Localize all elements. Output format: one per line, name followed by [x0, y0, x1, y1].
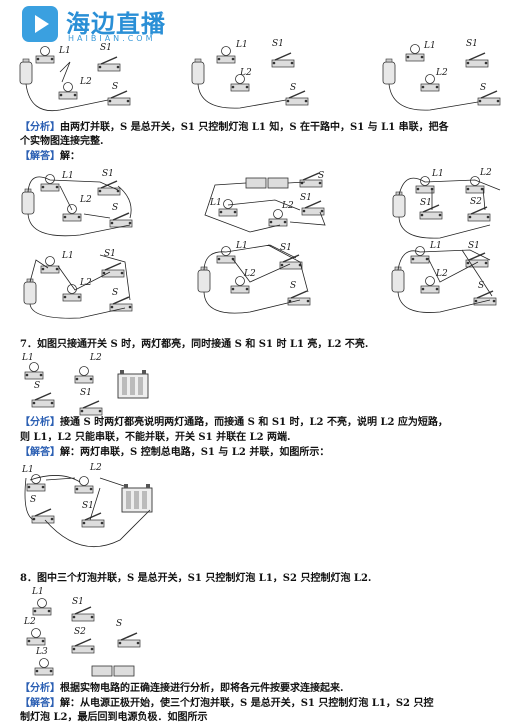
q8-answer-line1: 【解答】解：从电源正极开始，使三个灯泡并联，S 是总开关，S1 只控制灯泡 L1…: [20, 697, 434, 711]
svg-text:S1: S1: [280, 243, 292, 253]
logo-name: 海边直播: [66, 10, 166, 38]
svg-text:L2: L2: [239, 68, 252, 78]
svg-text:S: S: [290, 281, 296, 291]
svg-text:S: S: [112, 203, 118, 213]
svg-text:S1: S1: [272, 39, 284, 49]
q8-answer-line2: 制灯泡 L2，最后回到电源负极．如图所示: [20, 712, 208, 723]
svg-text:L2: L2: [79, 77, 92, 87]
q6-answer-figure-2: L1 L2 S S1: [204, 171, 326, 233]
svg-text:L2: L2: [281, 201, 294, 211]
site-logo[interactable]: 海边直播 HAIBIAN.COM: [22, 6, 192, 44]
svg-text:L1: L1: [58, 46, 71, 56]
svg-text:L2: L2: [435, 269, 448, 279]
q6-analysis-line2: 个实物图连接完整.: [20, 136, 104, 147]
analysis-tag: 【分析】: [20, 417, 60, 428]
svg-text:S: S: [34, 381, 40, 391]
q8-problem-figure: L1 S1 L2 S2 S L3: [23, 587, 141, 677]
svg-text:L2: L2: [89, 353, 102, 363]
svg-text:L3: L3: [35, 647, 48, 657]
svg-text:S2: S2: [470, 197, 482, 207]
q8-analysis-line1: 【分析】根据实物电路的正确连接进行分析，即将各元件按要求连接起来.: [20, 682, 343, 696]
analysis-tag: 【分析】: [20, 122, 60, 133]
q7-analysis-line2: 则 L1，L2 只能串联，不能并联，开关 S1 并联在 L2 两端.: [20, 432, 291, 443]
svg-text:S: S: [30, 495, 36, 505]
svg-text:L1: L1: [429, 241, 442, 251]
svg-text:S: S: [480, 83, 486, 93]
q7-answer-figure: L1 L2 S S1: [21, 463, 153, 547]
svg-text:S1: S1: [104, 249, 116, 259]
q7-answer-text: 解：两灯串联，S 控制总电路，S1 与 L2 并联，如图所示：: [60, 447, 330, 458]
svg-text:L1: L1: [31, 587, 44, 597]
svg-text:S1: S1: [102, 169, 114, 179]
q6-problem-figure-2: L1 L2 S1 S: [191, 39, 309, 109]
q6-answer-figure-5: L1 L2 S1 S: [197, 241, 311, 314]
svg-text:L1: L1: [21, 465, 34, 475]
svg-text:L1: L1: [209, 198, 222, 208]
q6-answer-figure-1: L1 L2 S1 S: [21, 169, 133, 237]
q6-problem-figure-1: L1 L2 S1 S: [19, 43, 131, 112]
q6-answer-line: 【解答】解：: [20, 150, 80, 164]
q7-analysis-text: 接通 S 时两灯都亮说明两灯通路，而接通 S 和 S1 时，L2 不亮，说明 L…: [60, 417, 448, 428]
svg-text:L2: L2: [89, 463, 102, 473]
answer-tag: 【解答】: [20, 151, 60, 162]
svg-text:S1: S1: [466, 39, 478, 49]
svg-text:L1: L1: [235, 40, 248, 50]
q7-analysis-line1: 【分析】接通 S 时两灯都亮说明两灯通路，而接通 S 和 S1 时，L2 不亮，…: [20, 416, 448, 430]
q6-problem-figure-3: L1 L2 S1 S: [382, 39, 501, 111]
svg-text:L2: L2: [79, 195, 92, 205]
svg-text:L2: L2: [79, 278, 92, 288]
q7-answer-line: 【解答】解：两灯串联，S 控制总电路，S1 与 L2 并联，如图所示：: [20, 446, 329, 460]
svg-text:S1: S1: [300, 193, 312, 203]
q8-question: 8．图中三个灯泡并联，S 是总开关，S1 只控制灯泡 L1，S2 只控制灯泡 L…: [20, 573, 372, 584]
analysis-tag: 【分析】: [20, 683, 60, 694]
play-icon: [22, 6, 58, 42]
q6-answer-text: 解：: [60, 151, 80, 162]
logo-domain: HAIBIAN.COM: [68, 34, 156, 43]
q8-analysis-text: 根据实物电路的正确连接进行分析，即将各元件按要求连接起来.: [60, 683, 344, 694]
answer-tag: 【解答】: [20, 698, 60, 709]
svg-text:L2: L2: [435, 68, 448, 78]
svg-text:L2: L2: [479, 168, 492, 178]
svg-text:S1: S1: [72, 597, 84, 607]
q7-problem-figure: L1 L2 S S1: [21, 353, 149, 416]
svg-text:S1: S1: [420, 198, 432, 208]
svg-text:L2: L2: [23, 617, 36, 627]
svg-text:S: S: [112, 82, 118, 92]
answer-tag: 【解答】: [20, 447, 60, 458]
svg-text:L1: L1: [61, 251, 74, 261]
svg-text:S1: S1: [468, 241, 480, 251]
q6-answer-figure-3: L1 L2 S1 S2: [392, 168, 501, 239]
svg-text:S: S: [318, 171, 324, 181]
svg-text:S: S: [290, 83, 296, 93]
svg-text:L1: L1: [61, 171, 74, 181]
svg-text:L2: L2: [243, 269, 256, 279]
svg-text:S2: S2: [74, 627, 86, 637]
q6-answer-figure-6: L1 L2 S1 S: [391, 241, 497, 313]
svg-text:L1: L1: [21, 353, 34, 363]
svg-text:S: S: [112, 288, 118, 298]
q6-analysis-text: 由两灯并联，S 是总开关，S1 只控制灯泡 L1 知，S 在干路中，S1 与 L…: [60, 122, 449, 133]
svg-text:S: S: [478, 281, 484, 291]
q8-answer-text: 解：从电源正极开始，使三个灯泡并联，S 是总开关，S1 只控制灯泡 L1，S2 …: [60, 698, 434, 709]
svg-text:S1: S1: [80, 388, 92, 398]
svg-text:L1: L1: [235, 241, 248, 251]
svg-text:S: S: [116, 619, 122, 629]
svg-text:S1: S1: [100, 43, 112, 53]
svg-text:L1: L1: [423, 41, 436, 51]
q7-question: 7．如图只接通开关 S 时，两灯都亮，同时接通 S 和 S1 时 L1 亮，L2…: [20, 339, 369, 350]
svg-text:L1: L1: [431, 169, 444, 179]
q6-analysis-line1: 【分析】由两灯并联，S 是总开关，S1 只控制灯泡 L1 知，S 在干路中，S1…: [20, 121, 449, 135]
q6-answer-figure-4: L1 L2 S1 S: [23, 249, 133, 319]
svg-text:S1: S1: [82, 501, 94, 511]
